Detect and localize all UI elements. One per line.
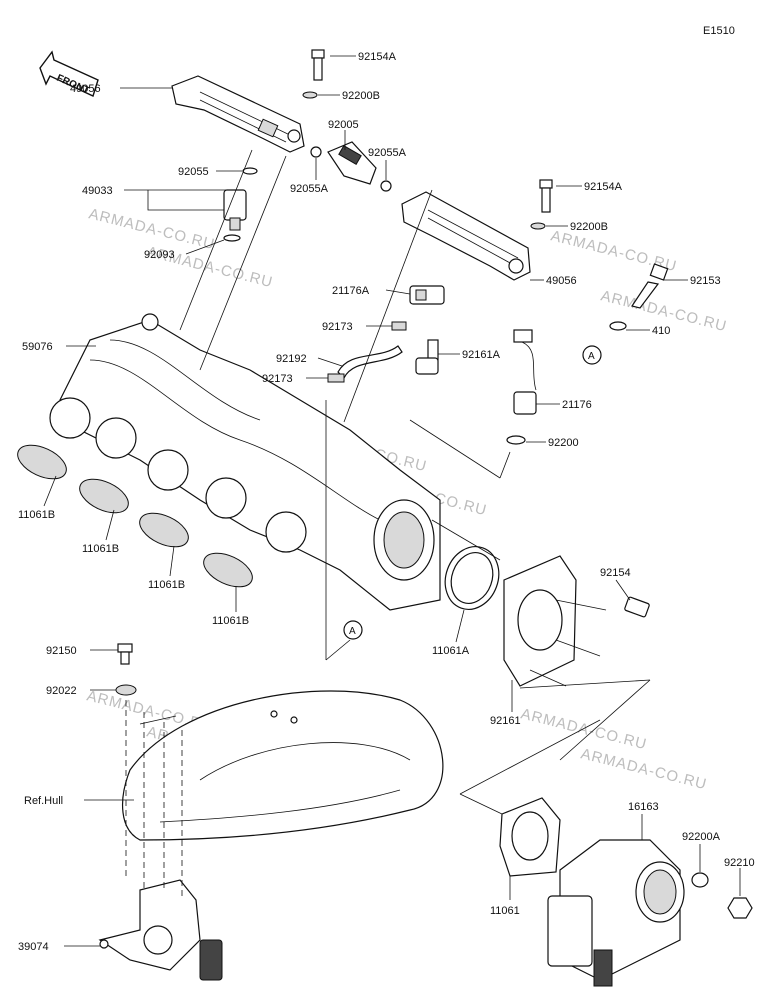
label-92161: 92161 xyxy=(490,715,521,727)
gasket-11061 xyxy=(499,797,561,877)
label-92093: 92093 xyxy=(144,249,175,261)
label-92161a: 92161A xyxy=(462,349,501,361)
label-92192: 92192 xyxy=(276,353,307,365)
ref-marker-label: A xyxy=(349,626,356,637)
sensor-92161a xyxy=(415,339,439,375)
label-92173-b: 92173 xyxy=(262,373,293,385)
throttle-body-16163 xyxy=(547,839,685,987)
gasket-11061b-1 xyxy=(17,444,67,480)
label-92210: 92210 xyxy=(724,857,755,869)
gasket-11061a xyxy=(444,546,500,610)
label-92022: 92022 xyxy=(46,685,77,697)
bolt-92150 xyxy=(117,643,133,665)
hose-92192 xyxy=(337,345,403,380)
leader-lines xyxy=(43,55,741,947)
label-49056-top: 49056 xyxy=(70,83,101,95)
label-92173-a: 92173 xyxy=(322,321,353,333)
label-39074: 39074 xyxy=(18,941,49,953)
bolt-92154a-top xyxy=(311,49,325,81)
sensor-21176a xyxy=(409,285,445,305)
fuel-rail-top xyxy=(171,75,305,153)
label-92005: 92005 xyxy=(328,119,359,131)
ref-marker-a-right xyxy=(582,345,602,365)
label-92200b-top: 92200B xyxy=(342,90,380,102)
clamp-92173-a xyxy=(391,321,407,331)
label-92154a-right: 92154A xyxy=(584,181,623,193)
label-92055: 92055 xyxy=(178,166,209,178)
sensor-21176 xyxy=(513,329,537,415)
bolt-92154 xyxy=(624,596,650,618)
ref-marker-label: A xyxy=(588,351,595,362)
gasket-11061b-4 xyxy=(203,552,253,588)
label-92200a: 92200A xyxy=(682,831,721,843)
bracket-39074 xyxy=(98,879,223,981)
nut-92210 xyxy=(727,897,753,919)
clamp-92173-b xyxy=(327,373,345,383)
label-92150: 92150 xyxy=(46,645,77,657)
bolt-92154a-right xyxy=(539,179,553,213)
adapter-plate-92161 xyxy=(503,555,607,687)
label-11061b-3: 11061B xyxy=(148,579,185,591)
label-92055a-right: 92055A xyxy=(368,147,407,159)
ref-marker-a-left xyxy=(343,620,363,640)
label-92153: 92153 xyxy=(690,275,721,287)
label-92200: 92200 xyxy=(548,437,579,449)
washer-92200b-top xyxy=(302,91,318,99)
label-49056-right: 49056 xyxy=(546,275,577,287)
diagram-code: E1510 xyxy=(703,25,735,37)
label-11061b-4: 11061B xyxy=(212,615,249,627)
intake-manifold-59076 xyxy=(49,313,441,611)
label-ref-hull: Ref.Hull xyxy=(24,795,63,807)
label-92154a-top: 92154A xyxy=(358,51,397,63)
label-410: 410 xyxy=(652,325,670,337)
label-11061: 11061 xyxy=(490,905,520,917)
o-ring-92200 xyxy=(506,435,526,445)
label-21176a: 21176A xyxy=(332,285,370,297)
o-ring-92055a-left xyxy=(310,146,322,158)
label-59076: 59076 xyxy=(22,341,53,353)
label-16163: 16163 xyxy=(628,801,659,813)
label-92154: 92154 xyxy=(600,567,631,579)
label-49033: 49033 xyxy=(82,185,113,197)
fuel-rail-right xyxy=(401,191,531,281)
washer-92200b-right xyxy=(530,222,546,230)
label-92200b-right: 92200B xyxy=(570,221,608,233)
gasket-11061b-3 xyxy=(139,512,189,548)
label-92055a-left: 92055A xyxy=(290,183,329,195)
washer-92200a xyxy=(691,872,709,888)
part-labels: 49056 92154A 92200B 92005 92055A 92055A … xyxy=(18,51,755,953)
label-11061b-2: 11061B xyxy=(82,543,119,555)
label-21176: 21176 xyxy=(562,399,592,411)
hull-reference xyxy=(121,690,444,841)
washer-410 xyxy=(609,321,627,331)
label-11061b-1: 11061B xyxy=(18,509,55,521)
washer-92022 xyxy=(115,684,137,696)
fuel-injector-49033 xyxy=(223,167,258,242)
fuel-connector-92005 xyxy=(327,141,377,185)
gasket-11061b-2 xyxy=(79,478,129,514)
bolt-92153 xyxy=(631,263,669,309)
label-11061a: 11061A xyxy=(432,645,470,657)
o-ring-92055a-right xyxy=(380,180,392,192)
